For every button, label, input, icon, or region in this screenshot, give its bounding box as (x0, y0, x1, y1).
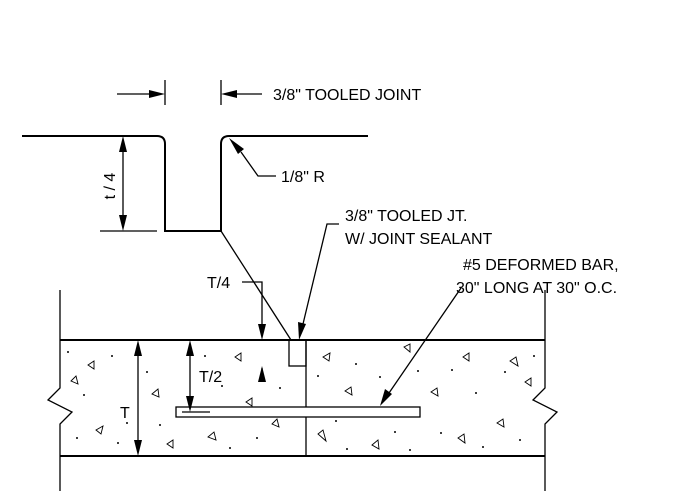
sealant-arrow (298, 322, 306, 340)
thickness-arrow-bottom (134, 440, 142, 456)
bar-callout: #5 DEFORMED BAR, 30" LONG AT 30" O.C. (380, 257, 619, 406)
thickness-label: T (120, 405, 130, 422)
slab-section: T T/2 T/4 (46, 275, 559, 491)
break-line-left (46, 290, 74, 491)
bar-label-line1: #5 DEFORMED BAR, (463, 257, 619, 274)
sealant-label-line2: W/ JOINT SEALANT (345, 231, 493, 248)
half-depth-label: T/2 (199, 369, 222, 386)
detail-projection-line (220, 230, 292, 341)
sealant-leader (302, 223, 339, 325)
dowel-bar (175, 406, 421, 418)
small-depth-label: t / 4 (102, 173, 119, 200)
concrete-hatch (67, 343, 535, 451)
bar-label-line2: 30" LONG AT 30" O.C. (456, 280, 617, 297)
half-depth-arrow-top (186, 340, 194, 356)
half-depth-arrow-bottom (186, 396, 194, 412)
quarter-depth-label: T/4 (207, 275, 230, 292)
thickness-arrow-top (134, 340, 142, 356)
sealant-label-line1: 3/8" TOOLED JT. (345, 208, 467, 225)
enlarged-joint-detail: 3/8" TOOLED JOINT t / 4 1/8" R (22, 80, 421, 341)
tooled-joint-notch (288, 339, 307, 367)
sealant-callout: 3/8" TOOLED JT. W/ JOINT SEALANT (298, 208, 493, 340)
joint-width-arrow-left (149, 90, 165, 98)
break-line-right (531, 290, 559, 491)
radius-leader (240, 151, 276, 177)
joint-width-arrow-right (221, 90, 237, 98)
tooled-joint-label: 3/8" TOOLED JOINT (273, 87, 421, 104)
quarter-depth-leader (242, 281, 263, 326)
quarter-depth-arrow-down (258, 324, 266, 340)
radius-arrow (229, 138, 244, 154)
bar-arrow (380, 389, 392, 406)
joint-groove-profile (22, 135, 368, 232)
quarter-depth-arrow-up (258, 366, 266, 382)
depth-arrow-bottom (119, 215, 127, 231)
radius-label: 1/8" R (281, 169, 325, 186)
depth-arrow-top (119, 136, 127, 152)
